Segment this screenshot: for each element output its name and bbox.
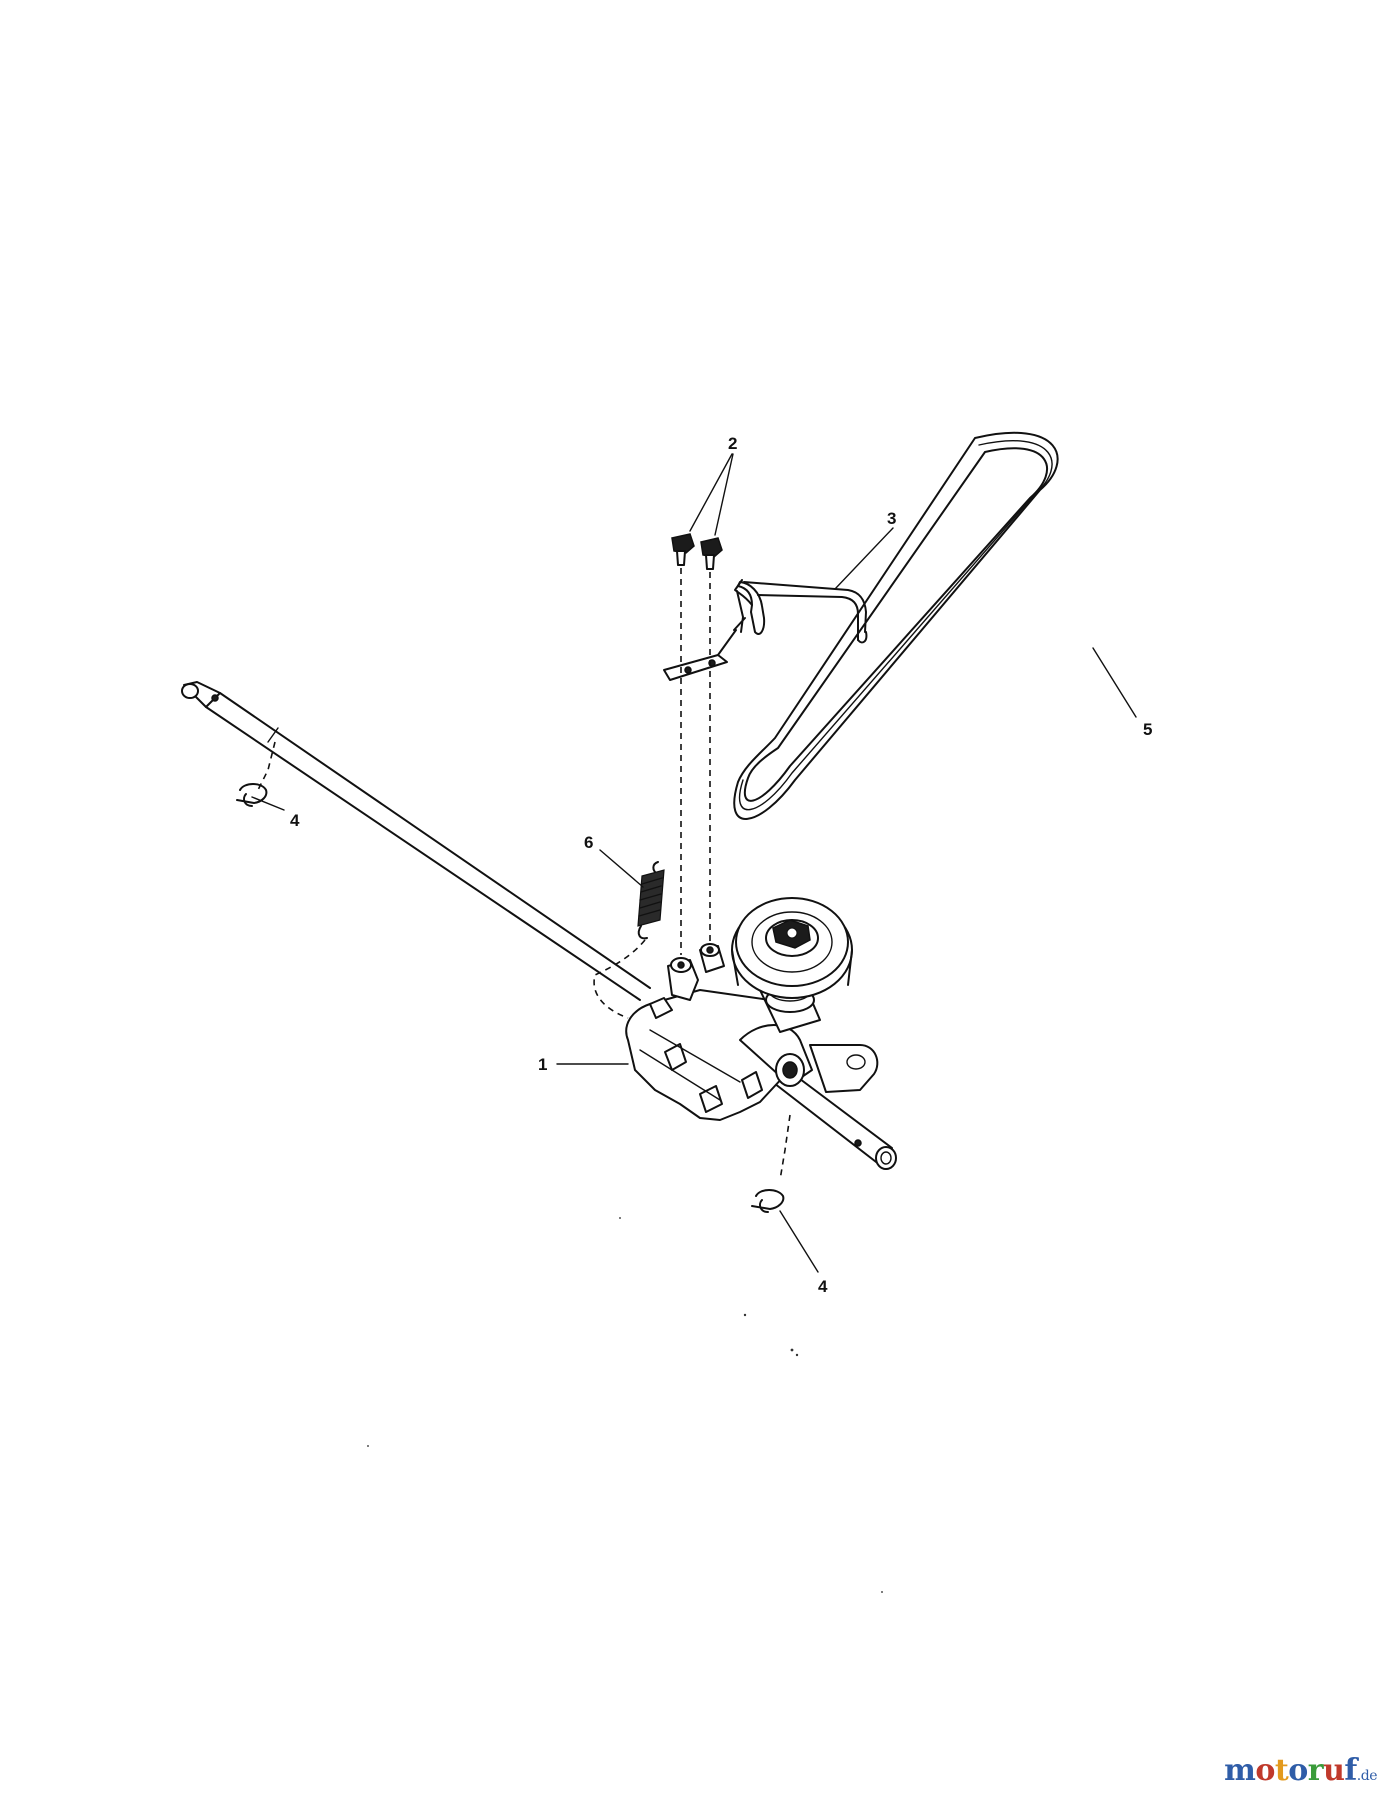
- watermark-letter: r: [1307, 1753, 1324, 1788]
- watermark-letter: t: [1274, 1753, 1289, 1788]
- axle-shaft: [181, 681, 897, 1170]
- callout-6: 6: [584, 833, 593, 852]
- spring-part: [593, 861, 665, 1019]
- callout-4-upper: 4: [290, 811, 300, 830]
- retaining-clip-upper: [236, 741, 276, 807]
- callout-4-lower: 4: [818, 1277, 828, 1296]
- watermark-letter: m: [1224, 1753, 1256, 1788]
- leader-lines: [251, 453, 1137, 1273]
- retaining-clip-lower: [751, 1114, 791, 1213]
- scan-specks: [367, 1217, 883, 1593]
- callout-1: 1: [538, 1055, 547, 1074]
- gearbox-part: [625, 943, 879, 1121]
- callout-2: 2: [728, 434, 737, 453]
- callout-labels: 2 3 5 6 1 4 4: [290, 434, 1152, 1296]
- watermark-suffix: .de: [1356, 1768, 1378, 1784]
- pulley-part: [731, 897, 853, 999]
- drive-belt: [733, 431, 1059, 820]
- screws-part: [671, 533, 723, 955]
- watermark-letter: f: [1344, 1753, 1357, 1788]
- watermark-letter: o: [1255, 1753, 1275, 1788]
- motoruf-watermark-logo: motoruf.de: [1224, 1753, 1377, 1788]
- callout-3: 3: [887, 509, 896, 528]
- watermark-letter: o: [1288, 1753, 1308, 1788]
- callout-5: 5: [1143, 720, 1152, 739]
- watermark-letter: u: [1323, 1753, 1345, 1788]
